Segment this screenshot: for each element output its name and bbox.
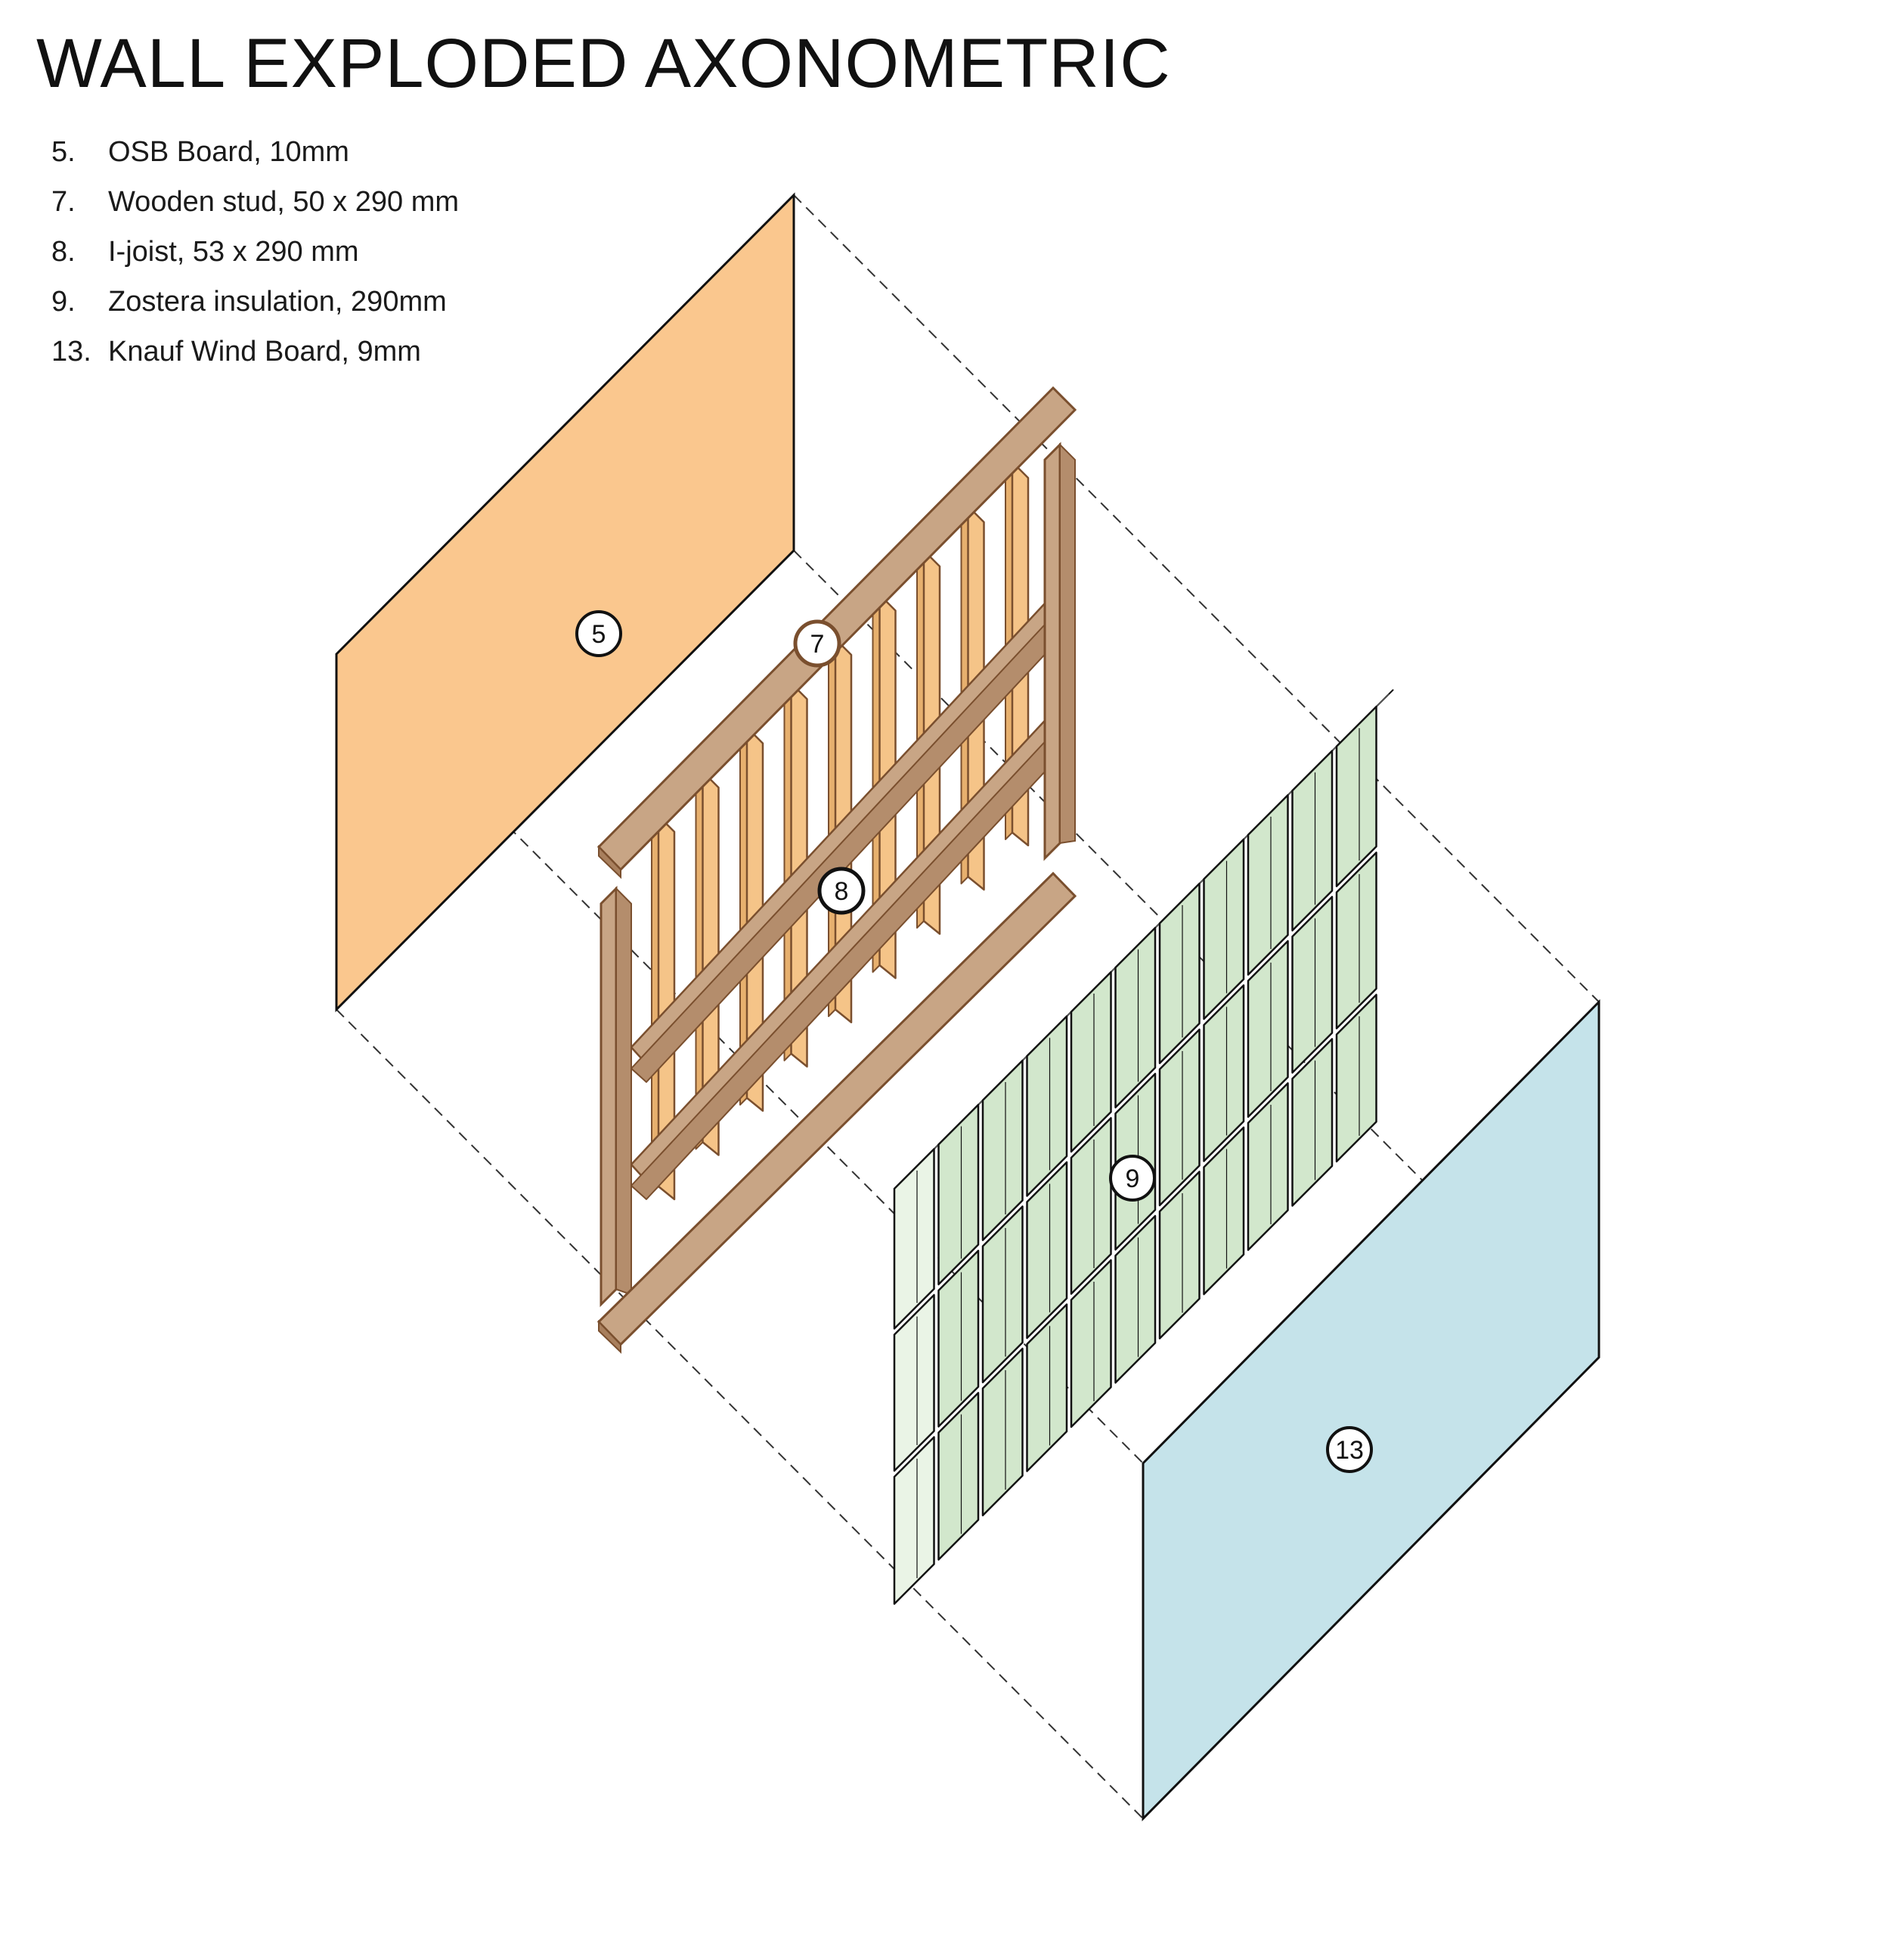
insulation-batt xyxy=(937,1103,980,1285)
stud-left-face xyxy=(600,885,618,1307)
callout-label: 9 xyxy=(1126,1165,1140,1193)
legend-text: Wooden stud, 50 x 290 mm xyxy=(108,186,459,218)
callout-label: 13 xyxy=(1335,1436,1364,1465)
stud-left-side xyxy=(615,886,632,1296)
insulation-batt xyxy=(1070,1117,1112,1295)
insulation-batt xyxy=(1070,971,1112,1153)
insulation-batt xyxy=(1158,1171,1201,1340)
insulation-batt xyxy=(1335,994,1377,1163)
insulation-batt xyxy=(1203,1126,1245,1295)
legend-number: 13. xyxy=(51,336,91,368)
insulation-front-faces xyxy=(893,706,1377,1605)
legend-number: 5. xyxy=(51,136,76,168)
legend-number: 8. xyxy=(51,236,76,268)
legend-item-wooden-stud: 7. Wooden stud, 50 x 290 mm xyxy=(51,177,459,227)
callout-8: 8 xyxy=(817,867,866,915)
callout-circle xyxy=(817,867,866,915)
insulation-batt xyxy=(893,1148,935,1330)
insulation-batt xyxy=(1203,838,1245,1020)
insulation-batt xyxy=(981,1348,1024,1517)
stud-frame xyxy=(596,386,1077,1354)
insulation-batt xyxy=(1026,1161,1068,1339)
insulation-batt xyxy=(893,1436,935,1605)
insulation-batt xyxy=(981,1059,1024,1242)
projection-lines xyxy=(336,194,1600,1819)
insulation-batt xyxy=(1335,706,1377,888)
legend-text: I-joist, 53 x 290 mm xyxy=(108,236,359,268)
zostera-insulation xyxy=(893,689,1394,1605)
callout-label: 7 xyxy=(810,630,825,659)
insulation-batt xyxy=(893,1294,935,1472)
stud-right-side xyxy=(1059,442,1076,845)
callout-circle xyxy=(793,619,841,668)
callout-circle xyxy=(1109,1155,1156,1202)
top-plate-end xyxy=(598,845,621,879)
insulation-batt xyxy=(1291,749,1334,932)
callout-7: 7 xyxy=(793,619,841,668)
knauf-wind-board xyxy=(1142,999,1600,1822)
callout-label: 5 xyxy=(592,620,606,649)
wooden-stud-top-plate xyxy=(596,386,1077,879)
insulation-batt xyxy=(937,1249,980,1428)
callout-label: 8 xyxy=(835,877,849,906)
osb-board xyxy=(335,192,795,1013)
wooden-stud-bottom-plate xyxy=(596,871,1077,1354)
insulation-batt xyxy=(1247,940,1289,1118)
insulation-batt xyxy=(1291,895,1334,1074)
wooden-stud-left xyxy=(600,885,632,1307)
callout-circle xyxy=(575,610,622,657)
stud-noggins xyxy=(630,602,1061,1200)
wooden-stud-right xyxy=(1043,442,1076,861)
legend-number: 9. xyxy=(51,286,76,318)
callout-9: 9 xyxy=(1109,1155,1156,1202)
insulation-batt xyxy=(1114,926,1157,1109)
insulation-batt xyxy=(1158,1028,1201,1207)
insulation-batt xyxy=(981,1205,1024,1384)
legend-number: 7. xyxy=(51,186,76,218)
insulation-batt xyxy=(1026,1015,1068,1197)
legend-item-knauf-wind-board: 13. Knauf Wind Board, 9mm xyxy=(51,327,459,377)
legend-text: Zostera insulation, 290mm xyxy=(108,286,447,318)
legend-text: Knauf Wind Board, 9mm xyxy=(108,336,421,368)
bottom-plate-end xyxy=(598,1320,621,1354)
callout-5: 5 xyxy=(575,610,622,657)
insulation-batt xyxy=(1335,851,1377,1030)
insulation-batt xyxy=(1247,1082,1289,1251)
stud-right-face xyxy=(1043,442,1061,861)
legend-text: OSB Board, 10mm xyxy=(108,136,349,168)
page-title: WALL EXPLODED AXONOMETRIC xyxy=(36,25,1171,102)
knauf-wind-board-panel xyxy=(1142,999,1600,1822)
legend-item-i-joist: 8. I-joist, 53 x 290 mm xyxy=(51,227,459,277)
callout-circle xyxy=(1326,1426,1373,1473)
legend-list: 5. OSB Board, 10mm 7. Wooden stud, 50 x 29… xyxy=(51,127,459,377)
insulation-batt xyxy=(1203,984,1245,1162)
insulation-batt xyxy=(1070,1259,1112,1428)
insulation-batt xyxy=(937,1391,980,1561)
osb-board-panel xyxy=(335,192,795,1013)
insulation-batt xyxy=(1158,882,1201,1065)
callout-13: 13 xyxy=(1326,1426,1373,1473)
insulation-batt xyxy=(1026,1303,1068,1472)
legend-item-osb-board: 5. OSB Board, 10mm xyxy=(51,127,459,177)
insulation-batt xyxy=(1247,794,1289,976)
legend-item-zostera-insulation: 9. Zostera insulation, 290mm xyxy=(51,277,459,327)
insulation-batt xyxy=(1291,1037,1334,1207)
insulation-batt xyxy=(1114,1214,1157,1384)
